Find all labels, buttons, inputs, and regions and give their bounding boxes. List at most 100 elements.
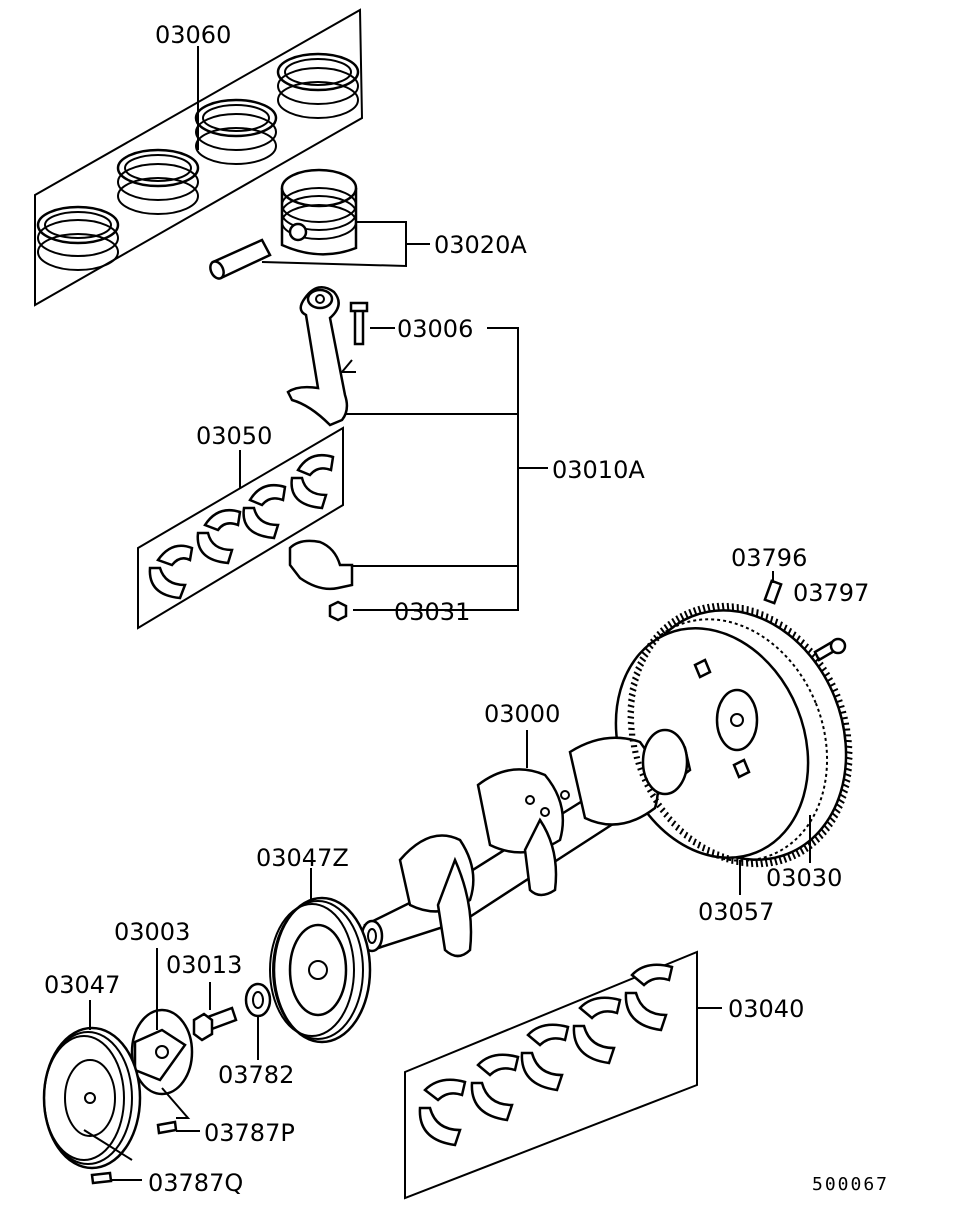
ring-gear-tooth	[839, 710, 847, 715]
ring-gear-tooth	[820, 828, 827, 836]
ring-gear-tooth	[803, 844, 809, 853]
ring-gear-tooth	[721, 853, 725, 861]
ring-gear-tooth	[726, 854, 729, 863]
piston-ring-set	[116, 148, 200, 215]
ring-gear-tooth	[834, 693, 841, 698]
ring-gear-tooth	[667, 620, 674, 629]
ring-gear-tooth	[806, 841, 813, 850]
ring-gear-tooth	[803, 643, 810, 650]
label-03796: 03796	[731, 544, 807, 572]
ring-gear-tooth	[632, 750, 639, 754]
ring-gear-tooth	[627, 715, 635, 719]
ring-gear-tooth	[769, 858, 774, 867]
ring-gear-tooth	[675, 615, 681, 623]
ring-gear-tooth	[706, 603, 711, 612]
ring-gear-tooth	[835, 803, 843, 809]
ring-gear-tooth	[755, 609, 759, 617]
bearing-shell	[196, 508, 242, 565]
bearing-shell	[470, 1053, 520, 1122]
ring-gear-tooth	[711, 849, 715, 857]
ring-gear-tooth	[706, 846, 711, 855]
ring-gear-tooth	[679, 828, 685, 835]
ring-gear-tooth	[649, 792, 657, 799]
ring-gear-tooth	[751, 607, 754, 616]
ring-gear-tooth	[716, 851, 720, 859]
label-03057: 03057	[698, 898, 774, 926]
ring-gear-tooth	[791, 851, 797, 860]
ring-gear-tooth	[644, 782, 651, 788]
flywheel-bolt	[813, 637, 847, 662]
main-bearings-group	[404, 950, 722, 1200]
ring-gear-tooth	[844, 772, 852, 778]
ring-gear-tooth	[755, 859, 759, 868]
ring-gear-tooth	[639, 656, 647, 663]
ring-gear-tooth	[679, 612, 685, 621]
label-03047Z: 03047Z	[256, 844, 349, 872]
ring-gear-tooth	[841, 716, 848, 720]
ring-gear-tooth	[663, 623, 670, 632]
ring-gear-tooth	[683, 831, 689, 839]
label-03010A: 03010A	[552, 456, 645, 484]
label-03787P: 03787P	[204, 1119, 295, 1147]
ring-gear-tooth	[795, 849, 801, 858]
ring-gear-tooth	[799, 847, 805, 855]
ring-gear-tooth	[778, 856, 783, 865]
bearing-shell	[418, 1078, 467, 1147]
label-03797: 03797	[793, 579, 869, 607]
bearing-shell	[520, 1023, 570, 1092]
ring-gear-tooth	[778, 621, 783, 629]
flywheel	[614, 609, 848, 862]
ring-gear-tooth	[683, 610, 689, 619]
label-03787Q: 03787Q	[148, 1169, 243, 1197]
ring-gear-tooth	[838, 704, 845, 709]
ring-gear-tooth	[820, 666, 828, 673]
ring-gear-tooth	[641, 777, 649, 783]
label-03030: 03030	[766, 864, 842, 892]
ring-gear-tooth	[629, 687, 637, 692]
label-03047: 03047	[44, 971, 120, 999]
ring-gear-tooth	[807, 647, 813, 654]
ring-gear-tooth	[635, 761, 642, 766]
ring-gear-tooth	[627, 710, 635, 714]
ring-gear-tooth	[787, 853, 792, 862]
ring-gear-teeth	[627, 602, 853, 868]
connecting-rod	[286, 285, 349, 427]
ring-gear-tooth	[630, 744, 638, 748]
ring-gear-tooth	[826, 820, 833, 828]
crank-pulley	[269, 896, 372, 1044]
ring-gear-tooth	[652, 797, 660, 804]
ring-gear-tooth	[765, 613, 769, 621]
ring-gear-tooth	[828, 816, 836, 823]
ring-gear-tooth	[831, 687, 839, 693]
ring-gear-tooth	[845, 751, 853, 755]
ring-gear-tooth	[799, 639, 806, 646]
label-03013: 03013	[166, 951, 242, 979]
ring-gear-tooth	[701, 844, 706, 852]
piston-ring-set	[36, 205, 120, 271]
ring-gear-tooth	[649, 638, 657, 646]
ring-gear-tooth	[692, 838, 697, 846]
ring-gear-tooth	[692, 607, 698, 616]
ring-gear-tooth	[631, 676, 639, 682]
ring-gear-tooth	[697, 605, 702, 614]
ring-gear-tooth	[653, 634, 660, 642]
label-03003: 03003	[114, 918, 190, 946]
ring-gear-tooth	[639, 772, 646, 777]
ring-gear-tooth	[750, 859, 754, 868]
dowel-pin	[763, 579, 783, 605]
center-bolt	[192, 1006, 238, 1042]
ring-gear-tooth	[633, 671, 641, 677]
ring-gear-tooth	[760, 611, 764, 619]
rod-bolt	[339, 301, 369, 373]
ring-gear-tooth	[646, 787, 654, 793]
ring-gear-tooth	[823, 671, 831, 678]
ring-gear-tooth	[663, 811, 670, 818]
ring-gear-tooth	[674, 824, 681, 831]
ring-gear-tooth	[637, 766, 644, 771]
rod-cap	[288, 539, 354, 591]
crank-hub	[130, 1008, 194, 1096]
label-03782: 03782	[218, 1061, 294, 1089]
piston-assembly	[209, 168, 430, 280]
ring-gear-tooth	[837, 798, 845, 804]
